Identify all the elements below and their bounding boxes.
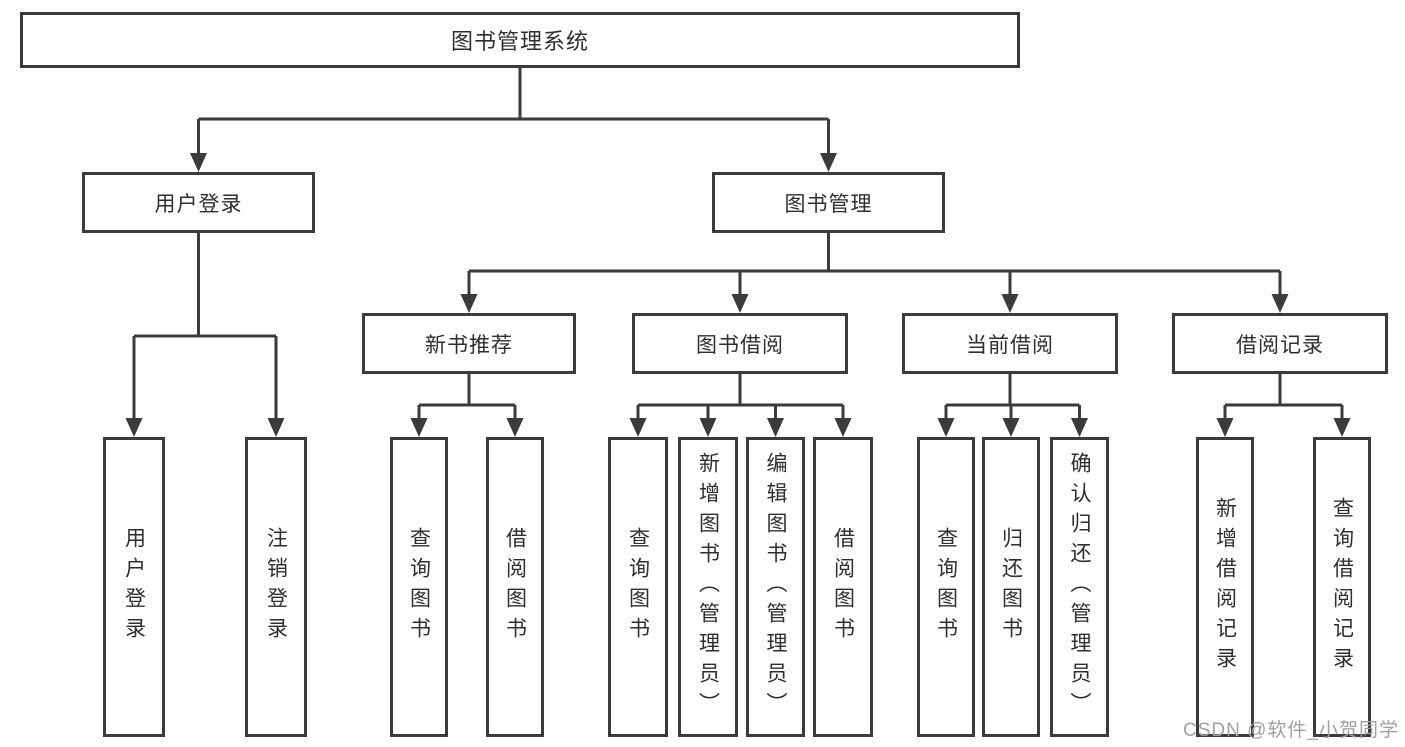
leaf-edit-books-admin: 编辑图书（管理员） (746, 437, 805, 737)
connector-borrow-records-to-leaves (1216, 374, 1351, 437)
node-label: 图书借阅 (696, 333, 784, 357)
csdn-watermark: CSDN @软件_小贺同学 (1183, 720, 1399, 741)
node-label: 新书推荐 (425, 333, 513, 357)
leaf-borrow-books: 借阅图书 (813, 437, 873, 737)
leaf-label: 确认归还（管理员） (1068, 452, 1091, 722)
leaf-query-borrow-record: 查询借阅记录 (1313, 437, 1371, 737)
leaf-label: 查询图书 (407, 527, 431, 647)
node-book-management: 图书管理 (712, 172, 945, 233)
connector-book-management-to-level3 (460, 232, 1289, 313)
leaf-return-books: 归还图书 (982, 437, 1040, 737)
leaf-label: 查询图书 (626, 527, 650, 647)
node-label: 图书管理 (784, 192, 873, 216)
leaf-add-borrow-record: 新增借阅记录 (1196, 437, 1254, 737)
leaf-label: 注销登录 (264, 527, 288, 647)
leaf-add-books-admin: 新增图书（管理员） (678, 437, 738, 737)
connector-book-borrow-to-leaves (629, 374, 852, 437)
leaf-borrow-books-recommend: 借阅图书 (486, 437, 544, 737)
node-new-book-recommend: 新书推荐 (362, 313, 576, 374)
node-user-login: 用户登录 (82, 172, 315, 233)
node-label: 借阅记录 (1236, 333, 1324, 357)
connector-current-borrow-to-leaves (937, 374, 1088, 437)
leaf-label: 编辑图书（管理员） (764, 452, 787, 722)
leaf-label: 借阅图书 (831, 527, 855, 647)
leaf-query-books-recommend: 查询图书 (390, 437, 448, 737)
node-borrow-records: 借阅记录 (1172, 313, 1388, 374)
leaf-label: 查询图书 (934, 527, 958, 647)
connector-root-to-level2 (190, 67, 837, 172)
node-label: 用户登录 (154, 192, 243, 216)
connector-user-login-to-leaves (125, 232, 285, 437)
node-label: 图书管理系统 (450, 29, 589, 54)
leaf-label: 归还图书 (999, 527, 1023, 647)
leaf-logout: 注销登录 (245, 437, 307, 737)
leaf-label: 用户登录 (122, 527, 146, 647)
leaf-confirm-return-admin: 确认归还（管理员） (1050, 437, 1109, 737)
leaf-label: 新增借阅记录 (1213, 497, 1237, 677)
leaf-query-books-current: 查询图书 (917, 437, 975, 737)
node-current-borrow: 当前借阅 (902, 313, 1118, 374)
node-label: 当前借阅 (966, 333, 1054, 357)
leaf-user-login: 用户登录 (103, 437, 165, 737)
leaf-label: 新增图书（管理员） (696, 452, 720, 722)
connector-new-book-to-leaves (410, 374, 524, 437)
node-library-management-system: 图书管理系统 (20, 12, 1020, 68)
node-book-borrow: 图书借阅 (632, 313, 848, 374)
leaf-query-books-borrow: 查询图书 (608, 437, 668, 737)
leaf-label: 借阅图书 (503, 527, 527, 647)
leaf-label: 查询借阅记录 (1330, 497, 1354, 677)
